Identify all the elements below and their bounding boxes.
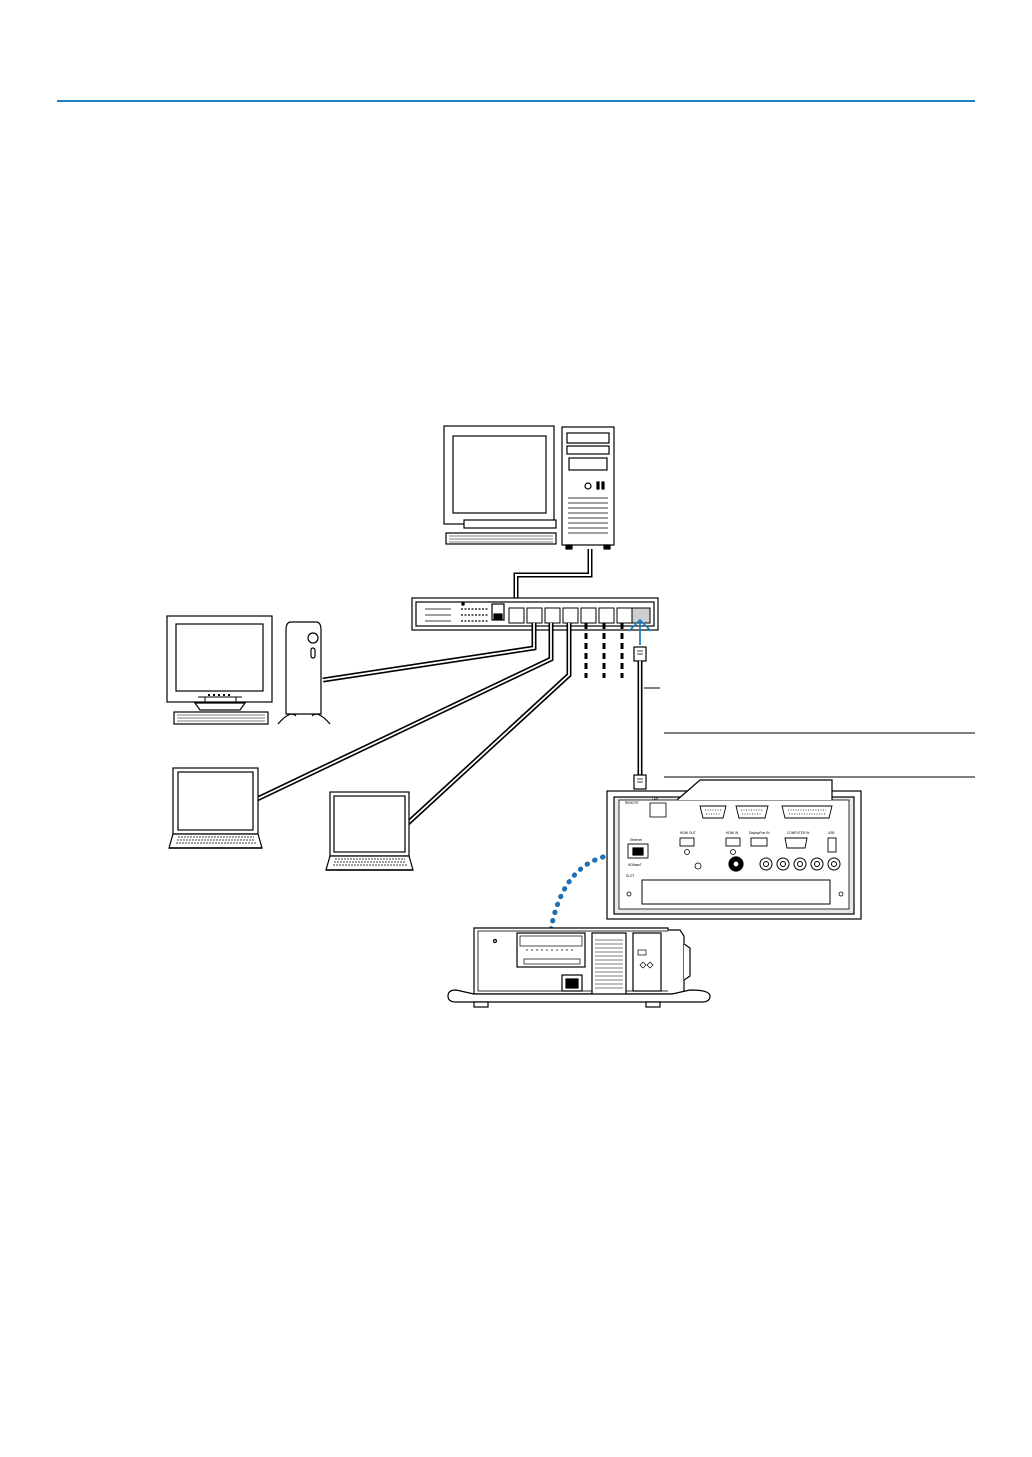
hdmi-out-label: HDMI OUT bbox=[680, 831, 696, 835]
client-cables bbox=[253, 623, 572, 825]
callout-lines bbox=[644, 687, 975, 778]
hdbaset-label: HDBaseT bbox=[628, 863, 642, 867]
projector-icon bbox=[447, 927, 711, 1008]
header-rule bbox=[57, 100, 975, 102]
tower-computer-icon bbox=[443, 425, 615, 550]
unused-port-cables bbox=[584, 623, 624, 678]
displayport-label: DisplayPort IN bbox=[749, 831, 770, 835]
ethernet-label: Ethernet bbox=[630, 838, 642, 842]
panel-zoom-link bbox=[547, 854, 606, 938]
slot-label: SLOT bbox=[626, 874, 634, 878]
cable-tower bbox=[513, 549, 593, 612]
hdmi-in-label: HDMI IN bbox=[726, 831, 739, 835]
usb-label: USB bbox=[828, 831, 835, 835]
remote-label: REMOTE bbox=[625, 801, 639, 805]
laptop-icon bbox=[168, 767, 263, 849]
desktop-computer-icon bbox=[166, 615, 331, 725]
computer-in-label: COMPUTER IN bbox=[787, 831, 810, 835]
laptop-icon bbox=[325, 791, 414, 871]
terminal-panel-icon: LAN REMOTE Ethernet HDBaseT HDMI OUT HDM… bbox=[606, 779, 862, 920]
lan-label: LAN bbox=[652, 797, 659, 801]
lan-cable bbox=[633, 646, 647, 790]
